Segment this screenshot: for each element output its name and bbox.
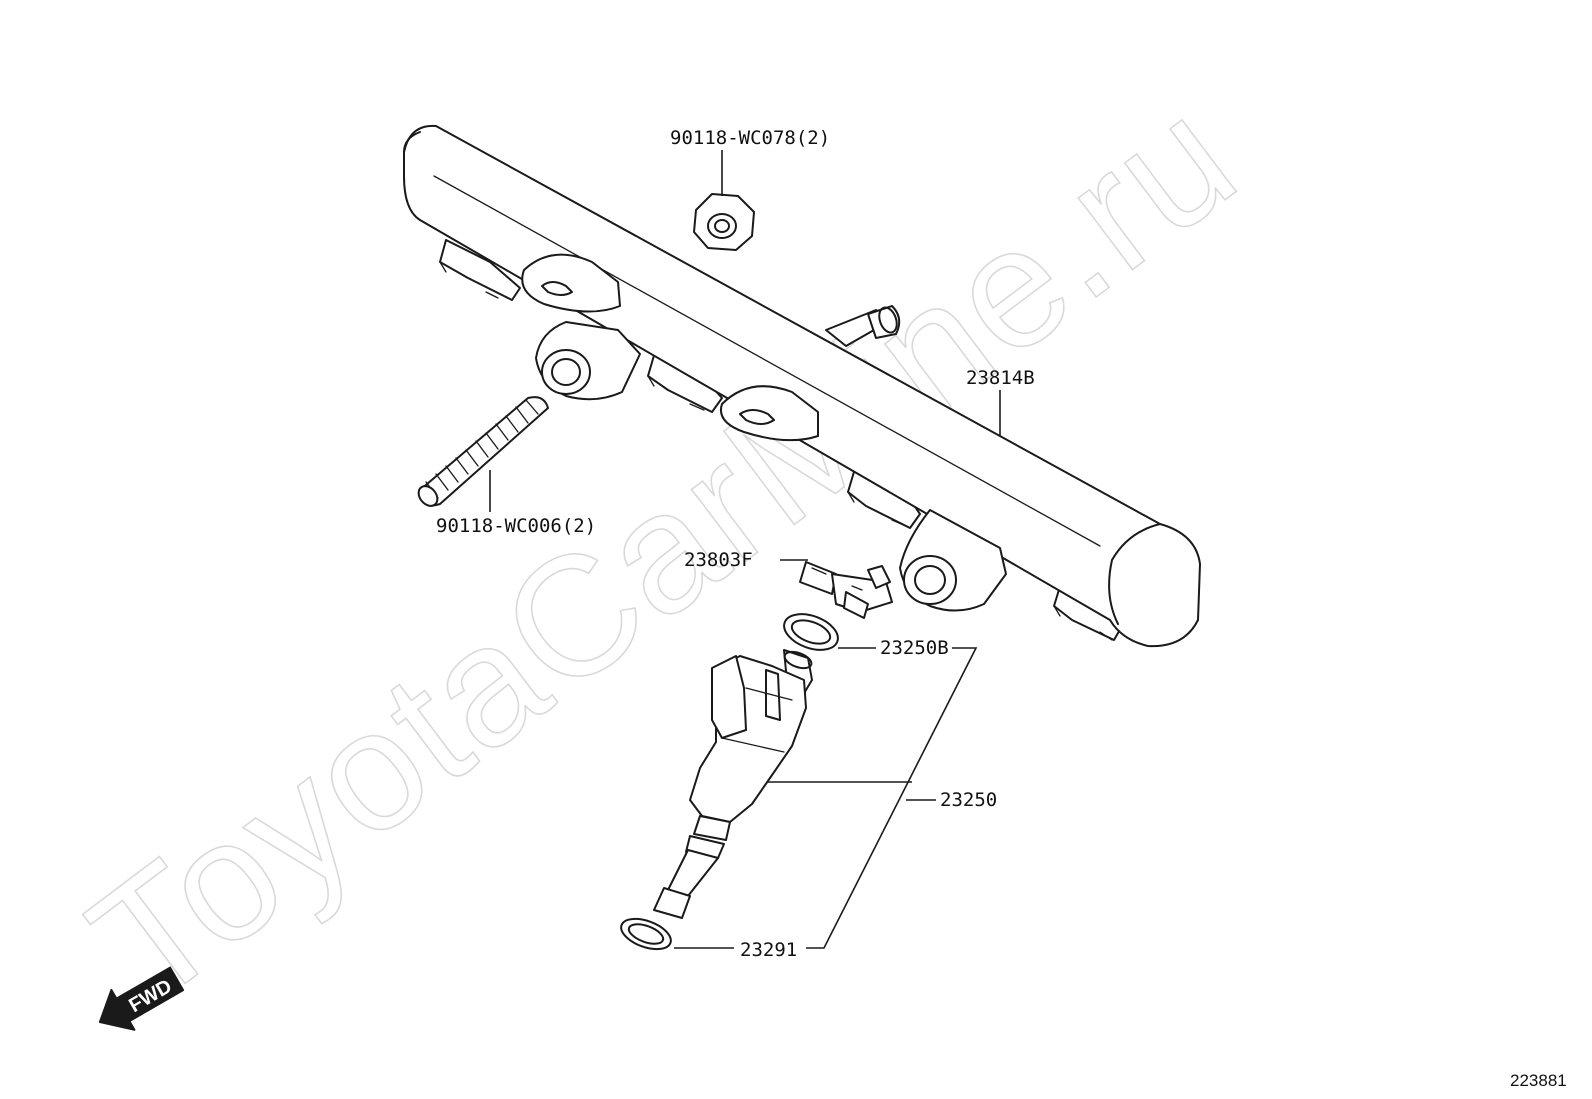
callout-nut: 90118-WC078(2) [670, 127, 830, 149]
injector-drawing [653, 649, 813, 919]
fuel-rail-drawing [403, 124, 1201, 648]
oring-upper-drawing [783, 613, 839, 651]
stud-bolt-drawing [417, 396, 549, 507]
callout-oring-lower: 23291 [740, 939, 797, 961]
callout-rail: 23814B [966, 367, 1035, 389]
callout-oring-upper: 23250B [880, 637, 949, 659]
clip-drawing [799, 561, 893, 619]
leader-lines [489, 150, 1001, 949]
callout-stud: 90118-WC006(2) [436, 515, 596, 537]
diagram-code: 223881 [1510, 1071, 1567, 1090]
oring-lower-drawing [620, 917, 672, 951]
nut-drawing [693, 193, 755, 251]
callout-injector: 23250 [940, 789, 997, 811]
callout-clip: 23803F [684, 549, 753, 571]
